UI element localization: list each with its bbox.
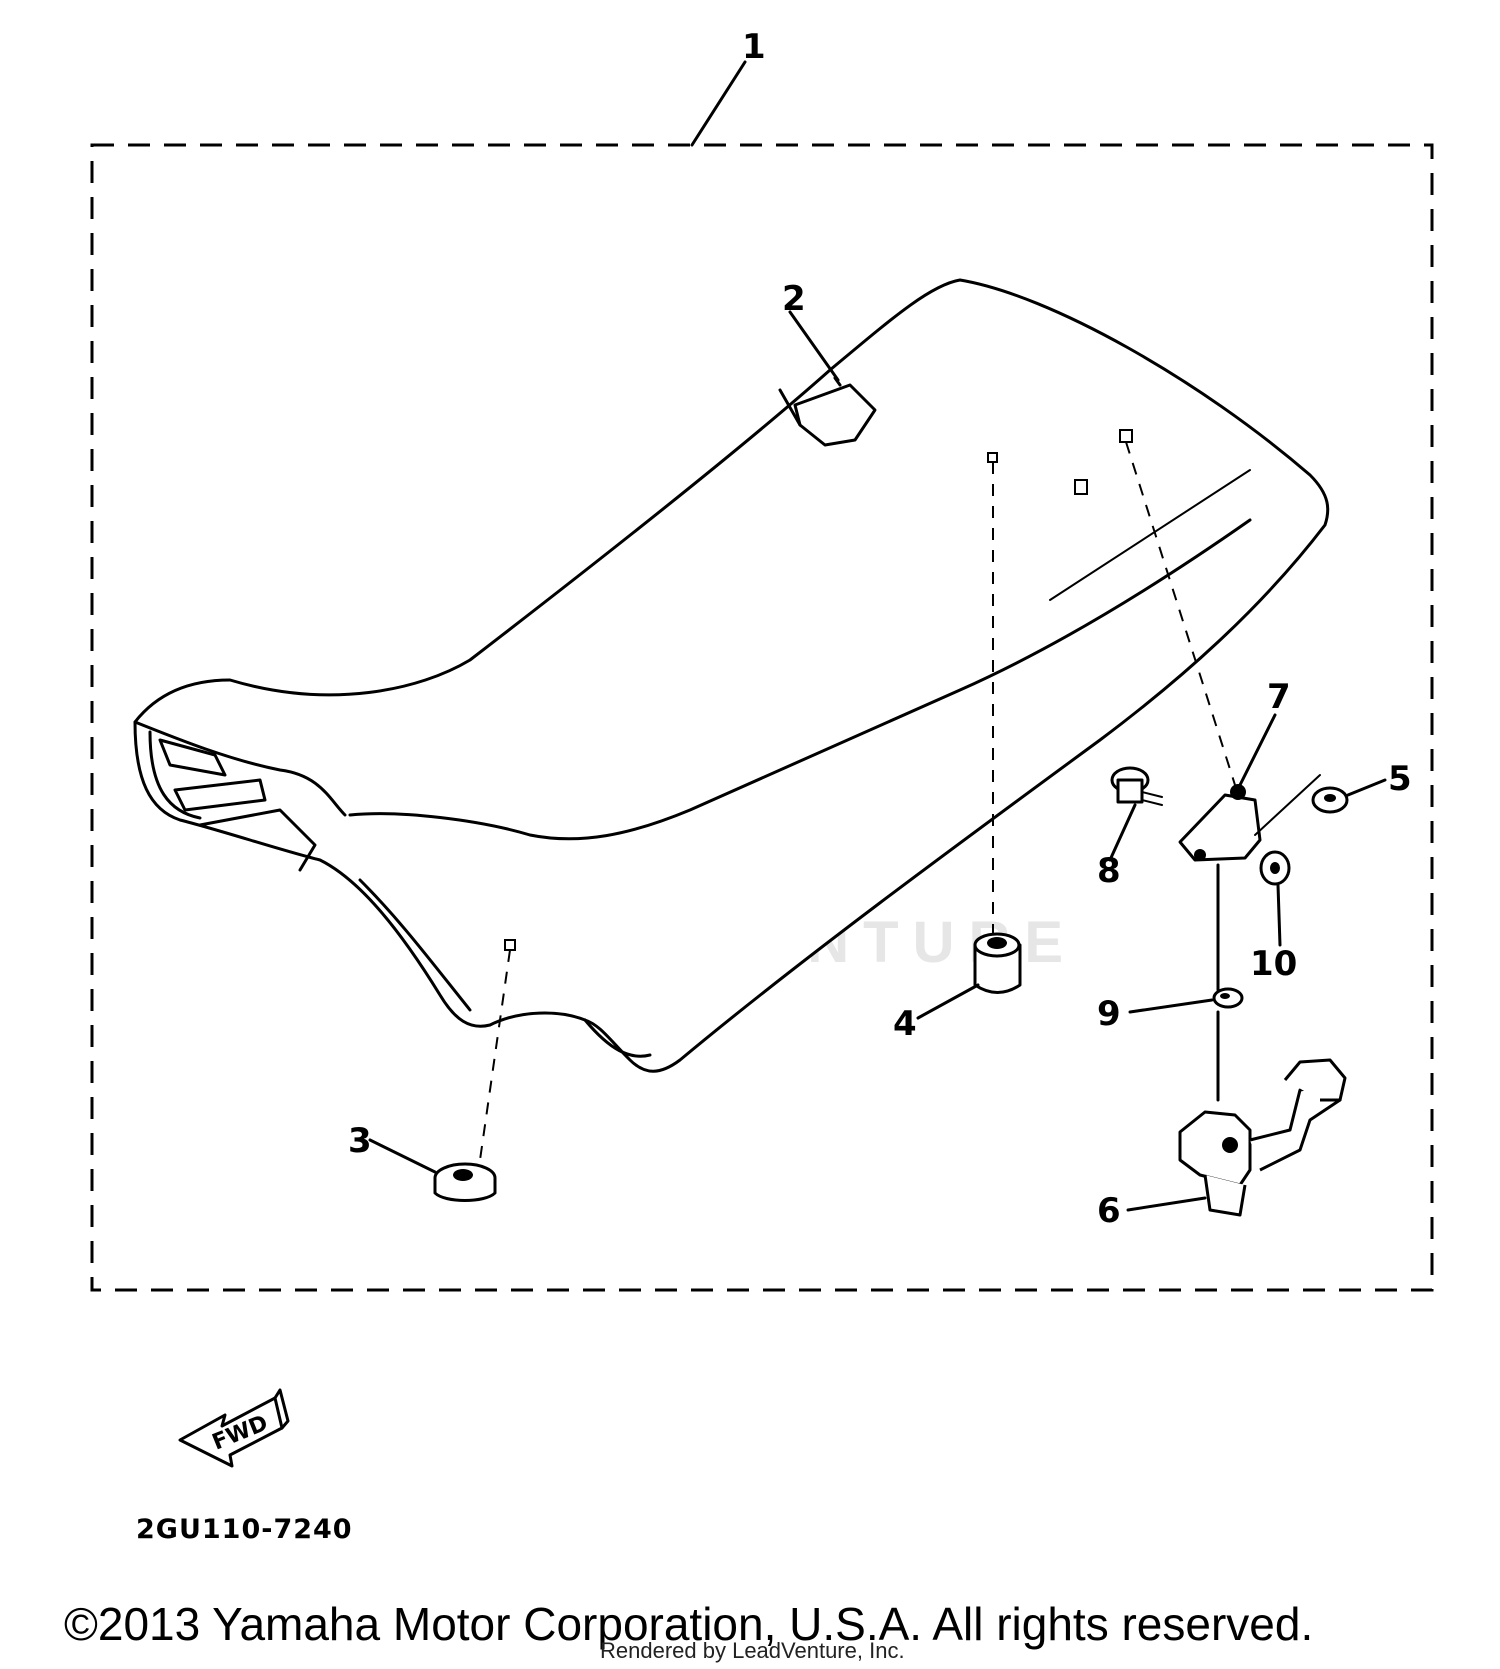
leader-1 [690, 60, 747, 147]
part-6-seat-lock [1178, 1058, 1347, 1217]
rendered-by-text: Rendered by LeadVenture, Inc. [600, 1638, 905, 1663]
guide-line-7 [1125, 441, 1236, 786]
leader-9 [1128, 998, 1214, 1014]
guide-line-3 [479, 949, 511, 1161]
connector-7-5 [1254, 774, 1321, 836]
callout-7: 7 [1267, 677, 1291, 717]
leader-2 [788, 310, 840, 382]
leader-4 [916, 983, 980, 1020]
callout-6: 6 [1097, 1191, 1121, 1231]
callout-8: 8 [1097, 851, 1121, 891]
leader-3 [368, 1138, 437, 1174]
leader-6 [1126, 1196, 1207, 1212]
part-4-damper [973, 932, 1022, 994]
part-9-screw [1212, 987, 1244, 1009]
leader-7 [1238, 713, 1277, 787]
part-3-damper [433, 1162, 497, 1202]
part-code: 2GU110-7240 [136, 1514, 353, 1545]
fwd-arrow-icon: FWD [178, 1388, 290, 1468]
leader-10 [1276, 883, 1282, 947]
callout-10: 10 [1250, 944, 1297, 984]
callout-4: 4 [893, 1004, 917, 1044]
part-8-bolt [1110, 766, 1163, 806]
leader-5 [1346, 778, 1387, 797]
seat [133, 278, 1330, 1073]
callout-5: 5 [1388, 759, 1412, 799]
copyright-text: ©2013 Yamaha Motor Corporation, U.S.A. A… [64, 1598, 1313, 1650]
leader-8 [1108, 803, 1137, 862]
callout-3: 3 [348, 1121, 372, 1161]
part-10-washer [1259, 850, 1291, 886]
part-7-bracket [1178, 784, 1262, 862]
callout-1: 1 [742, 27, 766, 67]
assembly-boundary [90, 143, 1434, 1292]
part-5-nut [1311, 786, 1349, 814]
callout-2: 2 [782, 279, 806, 319]
callout-9: 9 [1097, 994, 1121, 1034]
